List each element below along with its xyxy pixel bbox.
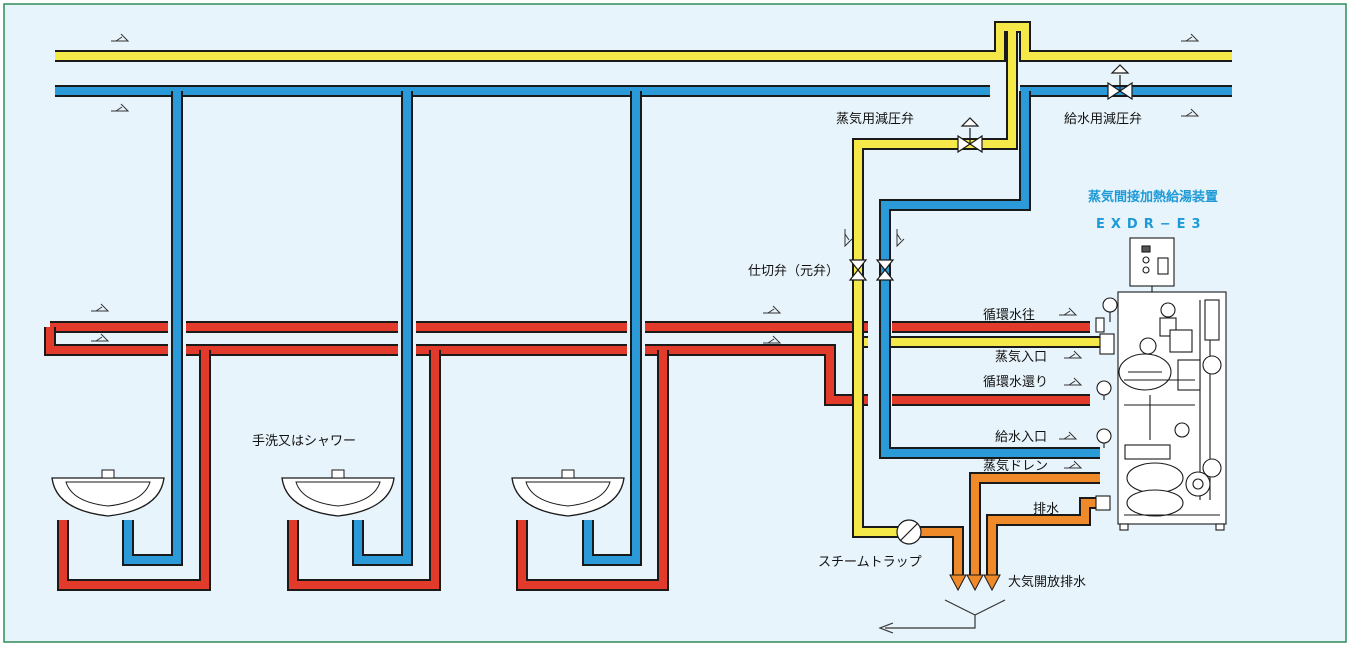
gate-valve-water (875, 259, 895, 281)
label-water-inlet: 給水入口 (995, 430, 1047, 445)
steam-trap-symbol (896, 519, 922, 545)
label-water-prv: 給水用減圧弁 (1064, 111, 1142, 127)
sink-fixture-1 (51, 469, 165, 517)
label-steam-inlet: 蒸気入口 (995, 349, 1047, 365)
equipment-unit (1095, 237, 1227, 531)
label-steam-trap: スチームトラップ (818, 555, 922, 570)
gate-valve-steam (848, 259, 868, 281)
equipment-title: 蒸気間接加熱給湯装置 (1088, 189, 1218, 205)
sink-fixture-2 (281, 469, 395, 517)
label-circulation-return: 循環水還り (983, 375, 1048, 390)
equipment-model: EXDR−E3 (1096, 217, 1207, 232)
label-steam-drain: 蒸気ドレン (983, 458, 1048, 474)
steam-pipes (55, 21, 1232, 538)
label-gate-valve: 仕切弁（元弁） (748, 264, 839, 279)
label-open-drain: 大気開放排水 (1008, 574, 1086, 590)
drain-pipes (920, 472, 1100, 575)
open-drain-funnel (878, 599, 1006, 634)
label-fixture: 手洗又はシャワー (252, 434, 356, 449)
sink-fixture-3 (511, 469, 625, 517)
steam-prv-valve (957, 117, 983, 154)
drain-arrowheads (949, 574, 1001, 592)
label-circulation-out: 循環水往 (983, 308, 1035, 323)
label-drainage: 排水 (1033, 502, 1059, 517)
hot-water-pipes (44, 321, 1090, 591)
water-prv-valve (1107, 64, 1133, 101)
label-steam-prv: 蒸気用減圧弁 (836, 111, 914, 127)
